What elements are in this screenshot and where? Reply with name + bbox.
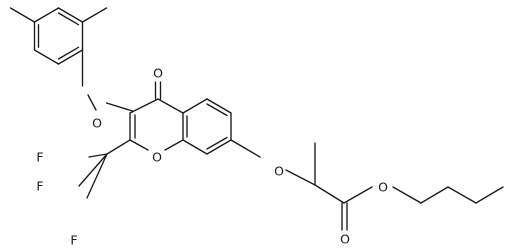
fluorine-label-2: F (36, 179, 43, 194)
ester-carbonyl-oxygen-label: O (340, 232, 350, 247)
methyl-groups (9, 7, 108, 23)
fluorine-label-1: F (36, 150, 43, 165)
oxygen-to-chromone-bond (105, 102, 134, 112)
ring-oxygen-label: O (152, 150, 162, 165)
trifluoromethyl-group (78, 139, 131, 199)
pyranone-ring (129, 98, 184, 151)
ester-oxygen-label: O (378, 180, 388, 195)
oxygen-to-aryl-bond (87, 94, 97, 111)
dimethylphenyl-ring (33, 7, 84, 65)
fused-benzene-ring (182, 98, 232, 155)
butyl-chain (392, 186, 504, 204)
propanoate-chain (230, 139, 373, 231)
carbonyl-double-bond (154, 81, 162, 100)
carbonyl-oxygen-label: O (153, 66, 163, 81)
phenoxy-oxygen-label: O (92, 116, 102, 131)
aryl-ether-oxygen-label: O (274, 164, 284, 179)
fluorine-label-3: F (70, 233, 77, 248)
